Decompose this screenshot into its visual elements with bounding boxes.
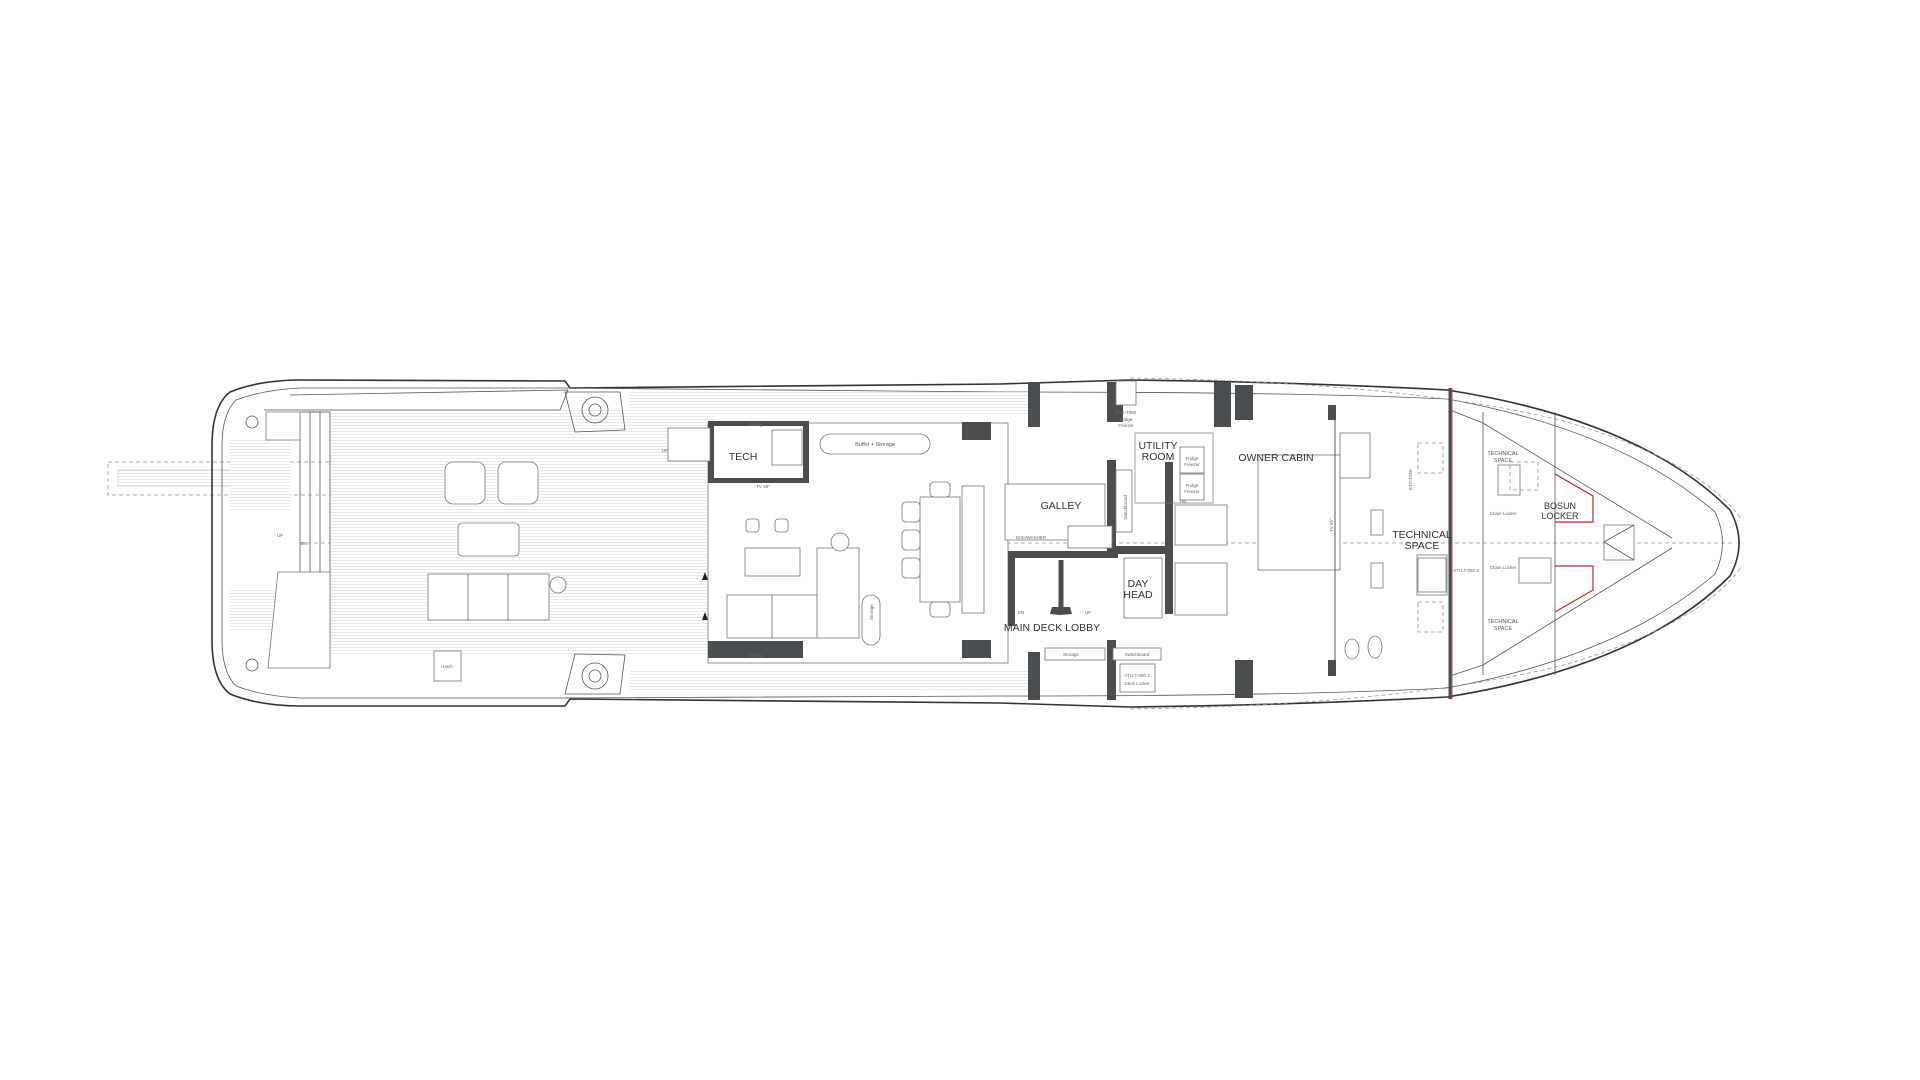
label-switchboard: Switchboard: [1125, 652, 1150, 657]
room-label-bosun-locker: LOCKER: [1541, 511, 1579, 521]
winch-icon: [581, 396, 609, 424]
room-label-technical-space: SPACE: [1405, 540, 1440, 552]
room-label-utility-room: UTILITY: [1138, 440, 1177, 452]
stairs[interactable]: [667, 427, 711, 462]
aft-deck: [230, 389, 715, 695]
label-dn: DN: [1018, 610, 1025, 615]
winch-icon: [581, 662, 609, 690]
stairs[interactable]: [1174, 504, 1228, 546]
label-tv: TV 65": [1329, 518, 1334, 532]
label-fridge-freezer: Fridge: [1186, 456, 1199, 461]
armchair: [497, 461, 539, 505]
label-ets: ETS-T050: [1116, 410, 1137, 415]
room-label-galley: GALLEY: [1041, 500, 1082, 512]
room-label-technical-space-bottom: SPACE: [1494, 626, 1513, 632]
room-label-day-head: DAY: [1128, 578, 1149, 590]
buffet-storage: [819, 433, 931, 455]
room-label-technical-space: TECHNICAL: [1392, 529, 1452, 541]
side-deck-starboard: [630, 670, 1040, 692]
label-chain-locker: Chain Locker: [1490, 511, 1517, 516]
room-label-technical-space-top: TECHNICAL: [1487, 451, 1518, 457]
label-dn: DN: [301, 541, 308, 546]
room-label-technical-space-top: SPACE: [1494, 458, 1513, 464]
interior-forward: [1004, 380, 1384, 700]
label-lifering: Lifering: [748, 422, 763, 427]
salon: [667, 421, 1009, 664]
room-label-utility-room: ROOM: [1142, 451, 1175, 463]
hatch[interactable]: [433, 650, 462, 682]
label-up: UP: [662, 448, 668, 453]
room-label-technical-space-bottom: TECHNICAL: [1487, 619, 1518, 625]
sofa: [726, 547, 860, 639]
bed: [1257, 454, 1341, 571]
label-fridge-freezer: Freezer: [1184, 462, 1200, 467]
label-atu: ATU-T-050.2: [1453, 568, 1479, 573]
label-dn: DN: [1180, 499, 1187, 504]
label-fridge-freezer: Freezer: [1118, 423, 1134, 428]
dining-table: [901, 481, 985, 618]
sofa: [427, 573, 550, 621]
label-lifering: Lifering: [748, 653, 763, 658]
label-up: UP: [1085, 610, 1091, 615]
label-dishwasher: DISHWASHER: [1016, 535, 1047, 540]
label-buffet-storage: Buffet + Storage: [855, 442, 895, 448]
label-deck-locker: Deck Locker: [1124, 681, 1150, 686]
label-fridge-freezer: Fridge: [1186, 483, 1199, 488]
side-deck-port: [630, 392, 1040, 414]
annotations: Buffet + Storage Lifering Lifering TV 65…: [277, 410, 1517, 686]
room-labels: TECH GALLEY DAY HEAD MAIN DECK LOBBY UTI…: [729, 440, 1579, 634]
label-ets: ETS-T050: [1408, 469, 1413, 490]
room-label-tech: TECH: [729, 451, 758, 463]
label-chain-locker: Chain Locker: [1490, 565, 1517, 570]
label-fridge-freezer: Fridge: [1120, 417, 1133, 422]
label-switchboard: Switchboard: [1123, 495, 1128, 520]
room-label-bosun-locker: BOSUN: [1544, 501, 1576, 511]
label-storage: Storage: [869, 604, 874, 620]
label-storage: Storage: [1063, 652, 1079, 657]
label-atu: ATU-T-050.2: [1124, 673, 1150, 678]
room-label-main-deck-lobby: MAIN DECK LOBBY: [1004, 622, 1100, 634]
label-hatch: Hatch: [441, 664, 453, 669]
label-tv: TV 65": [756, 484, 770, 489]
room-label-owner-cabin: OWNER CABIN: [1238, 452, 1313, 464]
armchair: [444, 461, 486, 505]
coffee-table: [457, 522, 520, 557]
forepeak: [1416, 388, 1673, 699]
room-label-day-head: HEAD: [1123, 589, 1153, 601]
label-up: UP: [277, 533, 283, 538]
label-fridge-freezer: Freezer: [1184, 489, 1200, 494]
